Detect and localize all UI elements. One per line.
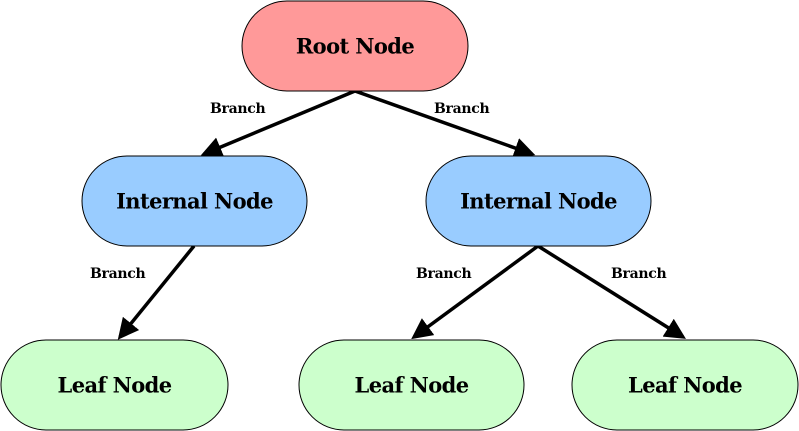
- node-leaf-middle[interactable]: Leaf Node: [298, 339, 525, 431]
- root-node-shape: [241, 0, 469, 92]
- leaf-left-node-label: Leaf Node: [58, 373, 172, 398]
- internal-left-node-shape: [81, 155, 308, 247]
- edge-label-root-to-internal-left: Branch: [210, 101, 265, 117]
- edge-label-internal-right-to-leaf-right: Branch: [611, 266, 666, 282]
- leaf-middle-node-label: Leaf Node: [355, 373, 469, 398]
- edge-label-internal-left-to-leaf-left: Branch: [90, 266, 145, 282]
- internal-left-node-label: Internal Node: [116, 189, 273, 214]
- edge-root-to-internal-left: [200, 89, 356, 157]
- internal-right-node-label: Internal Node: [460, 189, 617, 214]
- node-internal-left[interactable]: Internal Node: [81, 155, 308, 247]
- internal-right-node-shape: [425, 155, 652, 247]
- node-leaf-left[interactable]: Leaf Node: [0, 339, 229, 431]
- edge-internal-right-to-leaf-middle: [411, 244, 540, 340]
- edge-label-internal-right-to-leaf-middle: Branch: [416, 266, 471, 282]
- edge-internal-left-to-leaf-left: [117, 244, 196, 340]
- edge-label-root-to-internal-right: Branch: [434, 101, 489, 117]
- edge-labels: Branch Branch Branch Branch Branch: [90, 101, 667, 282]
- leaf-right-node-label: Leaf Node: [628, 373, 742, 398]
- edges: [117, 89, 686, 340]
- root-node-label: Root Node: [296, 34, 415, 59]
- leaf-middle-node-shape: [298, 339, 525, 431]
- node-internal-right[interactable]: Internal Node: [425, 155, 652, 247]
- node-root[interactable]: Root Node: [241, 0, 469, 92]
- leaf-right-node-shape: [571, 339, 799, 431]
- leaf-left-node-shape: [0, 339, 229, 431]
- edge-internal-right-to-leaf-right: [537, 244, 686, 339]
- edge-root-to-internal-right: [354, 89, 536, 159]
- node-leaf-right[interactable]: Leaf Node: [571, 339, 799, 431]
